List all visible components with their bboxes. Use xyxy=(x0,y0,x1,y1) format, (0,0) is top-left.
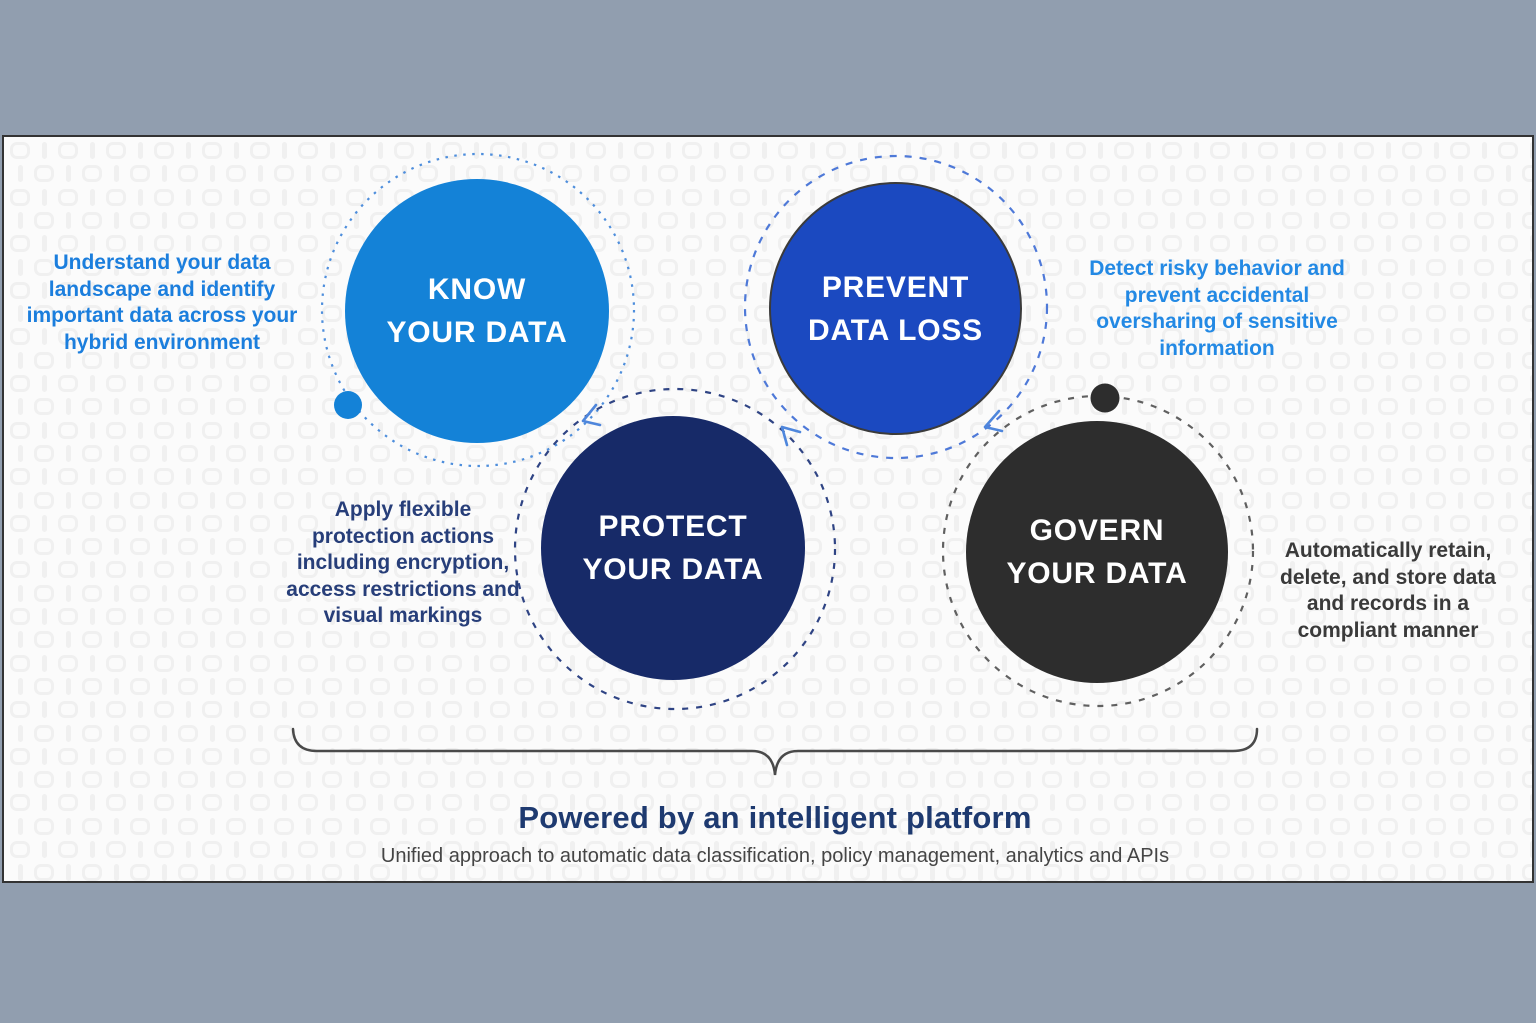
note-line: visual markings xyxy=(323,604,483,627)
note-understand-data-landscape: Understand your data landscape and ident… xyxy=(14,250,310,356)
note-line: access restrictions and xyxy=(286,577,520,601)
note-line: Automatically retain, xyxy=(1284,539,1492,562)
note-line: including encryption, xyxy=(296,551,510,574)
note-line: prevent accidental xyxy=(1124,283,1310,307)
note-line: hybrid environment xyxy=(63,330,261,354)
note-line: compliant manner xyxy=(1297,618,1479,642)
circle-label-line: YOUR DATA xyxy=(386,316,568,349)
note-detect-risky-behavior: Detect risky behavior and prevent accide… xyxy=(1080,256,1354,362)
circle-label-line: YOUR DATA xyxy=(582,553,764,586)
note-retain-delete-store: Automatically retain, delete, and store … xyxy=(1260,538,1516,644)
circle-label-line: PREVENT xyxy=(821,270,970,304)
powered-platform-title: Powered by an intelligent platform xyxy=(518,800,1032,835)
circle-label-line: YOUR DATA xyxy=(1006,557,1188,590)
note-line: Apply flexible xyxy=(334,498,472,521)
circle-label-line: GOVERN xyxy=(1029,514,1165,547)
circle-know-your-data: KNOW YOUR DATA xyxy=(345,179,609,443)
note-line: information xyxy=(1159,336,1275,360)
note-line: Understand your data xyxy=(53,251,271,274)
circle-label-line: KNOW xyxy=(427,273,527,306)
note-line: oversharing of sensitive xyxy=(1096,310,1338,333)
circle-protect-your-data: PROTECT YOUR DATA xyxy=(541,416,805,680)
circle-prevent-data-loss: PREVENT DATA LOSS xyxy=(769,182,1022,435)
note-line: protection actions xyxy=(311,524,495,548)
circle-label-line: DATA LOSS xyxy=(808,313,983,347)
note-line: delete, and store data xyxy=(1280,565,1496,589)
note-apply-protection-actions: Apply flexible protection actions includ… xyxy=(272,497,534,630)
note-line: important data across your xyxy=(26,304,298,327)
circle-label-line: PROTECT xyxy=(598,510,748,543)
unified-approach-subtitle: Unified approach to automatic data class… xyxy=(380,845,1170,867)
note-line: Detect risky behavior and xyxy=(1089,257,1345,280)
note-line: and records in a xyxy=(1306,592,1470,615)
note-line: landscape and identify xyxy=(48,277,276,301)
circle-govern-your-data: GOVERN YOUR DATA xyxy=(966,421,1228,683)
